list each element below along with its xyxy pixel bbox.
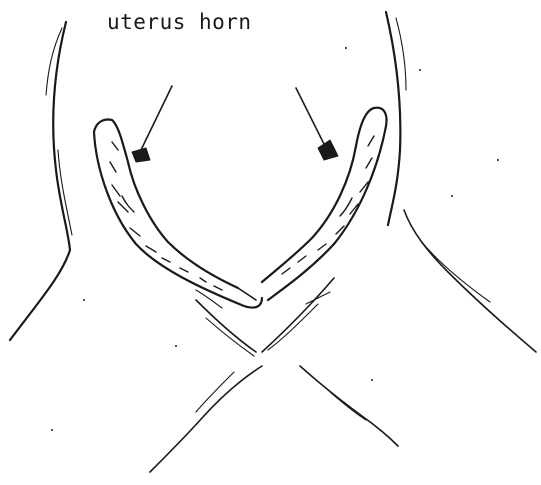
- right-body-contour: [386, 12, 536, 352]
- uterus-horn-label: uterus horn: [107, 10, 252, 34]
- right-uterus-horn: [262, 108, 387, 300]
- speckles: [51, 47, 499, 431]
- right-arrow: [296, 88, 338, 160]
- uterine-body: [196, 278, 334, 356]
- left-body-contour: [10, 22, 72, 340]
- left-arrowhead: [132, 148, 150, 162]
- right-arrowhead: [318, 140, 338, 160]
- lower-contours: [150, 366, 398, 472]
- left-uterus-horn: [94, 120, 262, 308]
- left-arrow: [132, 86, 172, 162]
